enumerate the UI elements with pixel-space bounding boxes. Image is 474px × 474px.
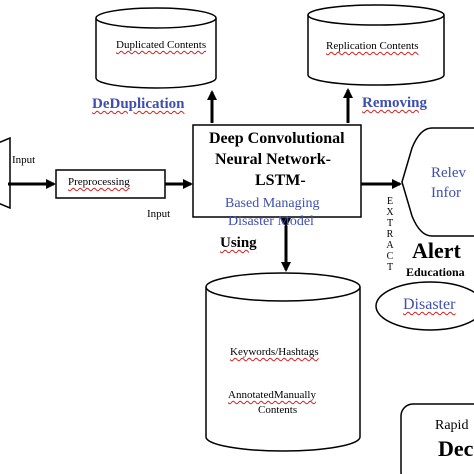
extract-vertical-label: E X T R A C T bbox=[384, 196, 396, 273]
annotated-label-line-1: AnnotatedManually bbox=[228, 389, 316, 401]
keywords-cylinder bbox=[205, 272, 361, 452]
model-box bbox=[192, 124, 362, 218]
decision-label: Dec bbox=[438, 436, 474, 461]
input-label-bottom: Input bbox=[147, 208, 171, 220]
relevant-info-line-1: Relev bbox=[431, 165, 466, 181]
disaster-label: Disaster bbox=[403, 296, 456, 313]
rapid-decision-box bbox=[400, 403, 474, 474]
replication-contents-cylinder bbox=[307, 4, 445, 86]
extract-letter: X bbox=[386, 207, 394, 218]
using-label: Using bbox=[220, 235, 257, 251]
model-subtitle-line-1: Based Managing bbox=[225, 196, 320, 211]
extract-letter: T bbox=[386, 218, 394, 229]
rapid-label: Rapid bbox=[435, 418, 469, 433]
education-label: Educationa bbox=[406, 265, 465, 279]
duplicated-contents-cylinder bbox=[95, 7, 217, 89]
annotated-label-line-2: Contents bbox=[258, 404, 298, 416]
deduplication-label: DeDuplication bbox=[92, 96, 185, 112]
replication-contents-label: Replication Contents bbox=[326, 40, 419, 52]
extract-letter: C bbox=[386, 251, 394, 262]
duplicated-contents-label: Duplicated Contents bbox=[116, 39, 207, 51]
model-title-line-3: LSTM- bbox=[255, 172, 306, 189]
disaster-ellipse bbox=[375, 281, 474, 331]
extract-letter: R bbox=[386, 229, 394, 240]
model-subtitle-line-2: Disaster Model bbox=[228, 214, 314, 229]
model-title-line-1: Deep Convolutional bbox=[209, 130, 345, 147]
model-title-line-2: Neural Network- bbox=[215, 151, 331, 168]
extract-letter: A bbox=[386, 240, 394, 251]
extract-letter: E bbox=[386, 196, 394, 207]
keywords-label: Keywords/Hashtags bbox=[230, 346, 319, 358]
input-source-shape bbox=[0, 136, 11, 210]
relevant-info-line-2: Infor bbox=[431, 185, 461, 201]
alert-label: Alert bbox=[412, 238, 461, 263]
input-label-left: Input bbox=[12, 154, 36, 166]
removing-label: Removing bbox=[362, 95, 427, 111]
extract-letter: T bbox=[386, 262, 394, 273]
preprocessing-label: Preprocessing bbox=[68, 176, 130, 188]
relevant-info-shape bbox=[401, 127, 474, 237]
